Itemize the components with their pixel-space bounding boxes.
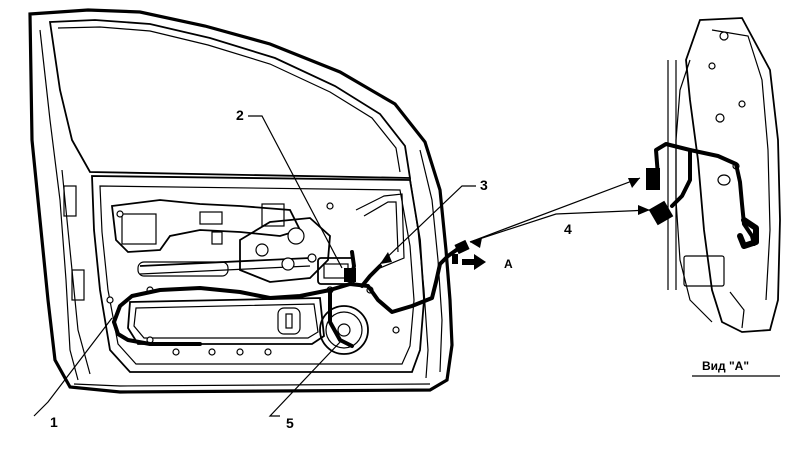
arrow-a-label: A xyxy=(504,257,513,271)
door-shell xyxy=(28,8,454,394)
callout-4: 4 xyxy=(564,221,572,237)
callout-1: 1 xyxy=(50,414,58,430)
leader-lines xyxy=(33,115,780,417)
connector-icon xyxy=(646,168,660,190)
arrow-right-icon xyxy=(462,254,486,270)
view-a-arrow xyxy=(462,254,486,270)
door-wiring-harness xyxy=(112,239,470,348)
view-a-detail xyxy=(646,17,781,333)
view-a-caption: Вид "A" xyxy=(702,359,749,373)
callout-2: 2 xyxy=(236,107,244,123)
window-regulator-module xyxy=(106,193,405,356)
callout-5: 5 xyxy=(286,415,294,431)
callout-3: 3 xyxy=(480,177,488,193)
